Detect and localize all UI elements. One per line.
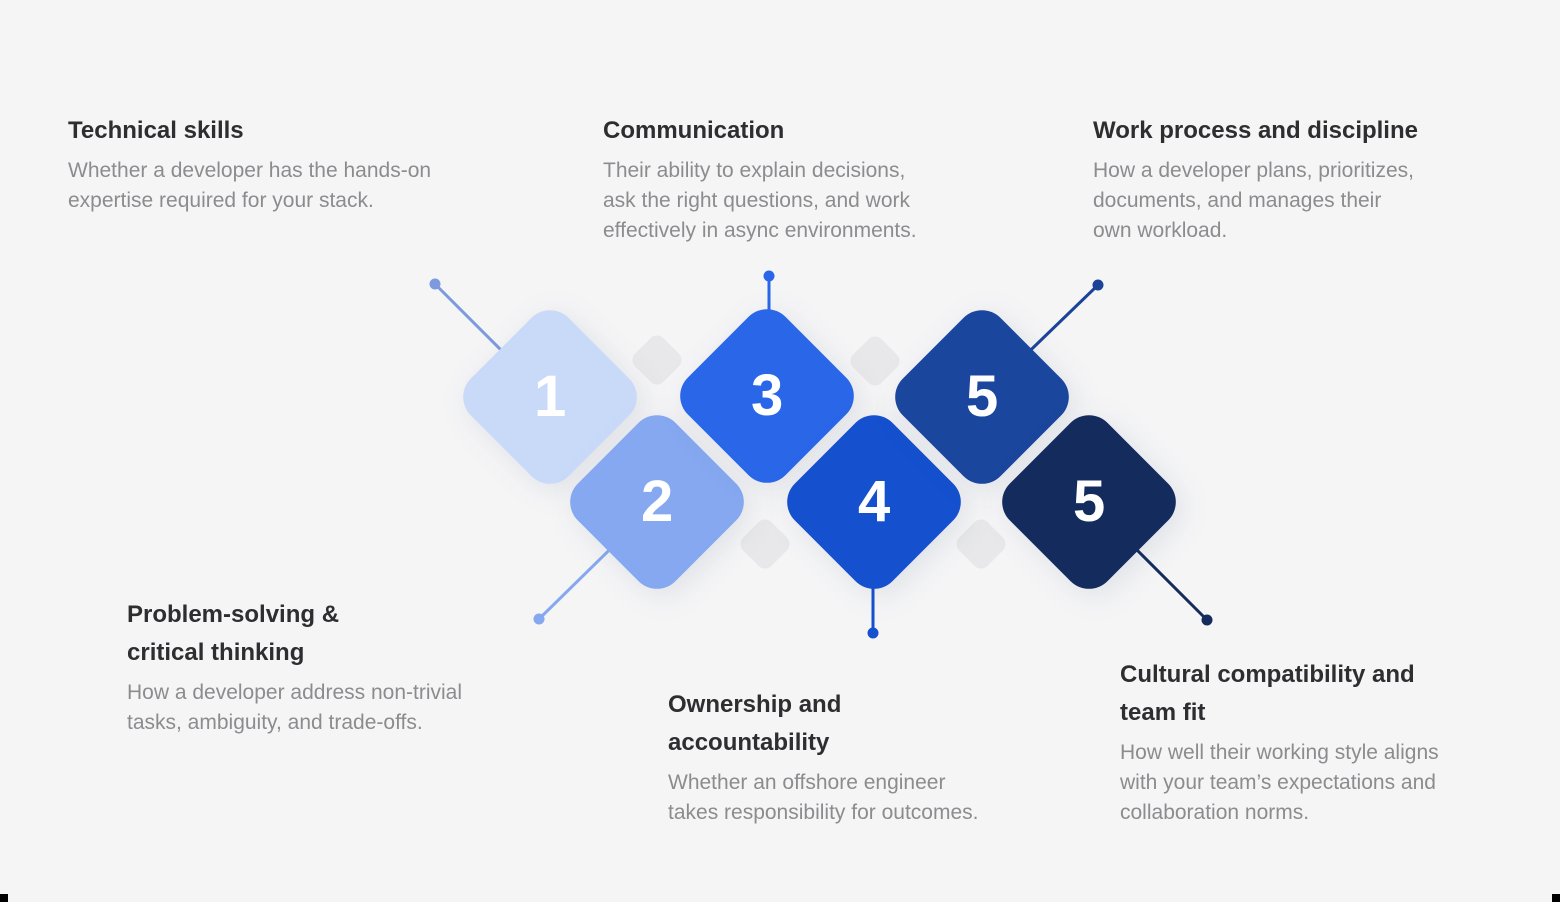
connector-dot-4: [867, 627, 879, 639]
corner-mark-left: [0, 894, 8, 902]
diamond-shape: 5: [991, 404, 1187, 600]
background-diamond: [846, 332, 904, 390]
corner-mark-right: [1552, 894, 1560, 902]
diamond-step-6: 5: [991, 404, 1187, 600]
criterion-title: Technical skills: [68, 117, 244, 144]
connector-dot-6: [1201, 614, 1213, 626]
criterion-card-communication: Communication Their ability to explain d…: [603, 112, 1083, 246]
criterion-card-problem-solving: Problem-solving & critical thinking How …: [127, 596, 607, 738]
criterion-title: Problem-solving & critical thinking: [127, 601, 340, 666]
criterion-card-work-process: Work process and discipline How a develo…: [1093, 112, 1560, 246]
criterion-title: Cultural compatibility and team fit: [1120, 661, 1415, 726]
criterion-title: Ownership and accountability: [668, 691, 842, 756]
criterion-description: Their ability to explain decisions, ask …: [603, 159, 917, 242]
connector-dot-1: [429, 278, 441, 290]
connector-dot-3: [763, 270, 775, 282]
criterion-card-cultural-fit: Cultural compatibility and team fit How …: [1120, 656, 1560, 828]
step-number: 2: [640, 468, 674, 534]
criterion-card-ownership: Ownership and accountability Whether an …: [668, 686, 1148, 828]
criterion-description: How well their working style aligns with…: [1120, 741, 1439, 824]
criterion-description: How a developer address non-trivial task…: [127, 681, 463, 734]
background-diamond: [736, 515, 794, 573]
connector-dot-5: [1092, 279, 1104, 291]
background-diamond: [628, 331, 686, 389]
step-number: 3: [750, 362, 784, 428]
criterion-description: How a developer plans, prioritizes, docu…: [1093, 159, 1414, 242]
criterion-description: Whether a developer has the hands-on exp…: [68, 159, 432, 212]
step-number: 1: [533, 363, 567, 429]
criterion-card-technical-skills: Technical skills Whether a developer has…: [68, 112, 548, 216]
criterion-title: Work process and discipline: [1093, 117, 1418, 144]
step-number: 4: [857, 468, 891, 534]
background-diamond: [952, 515, 1010, 573]
step-number: 5: [965, 363, 999, 429]
criterion-description: Whether an offshore engineer takes respo…: [668, 771, 979, 824]
criterion-title: Communication: [603, 117, 785, 144]
step-number: 5: [1072, 468, 1106, 534]
